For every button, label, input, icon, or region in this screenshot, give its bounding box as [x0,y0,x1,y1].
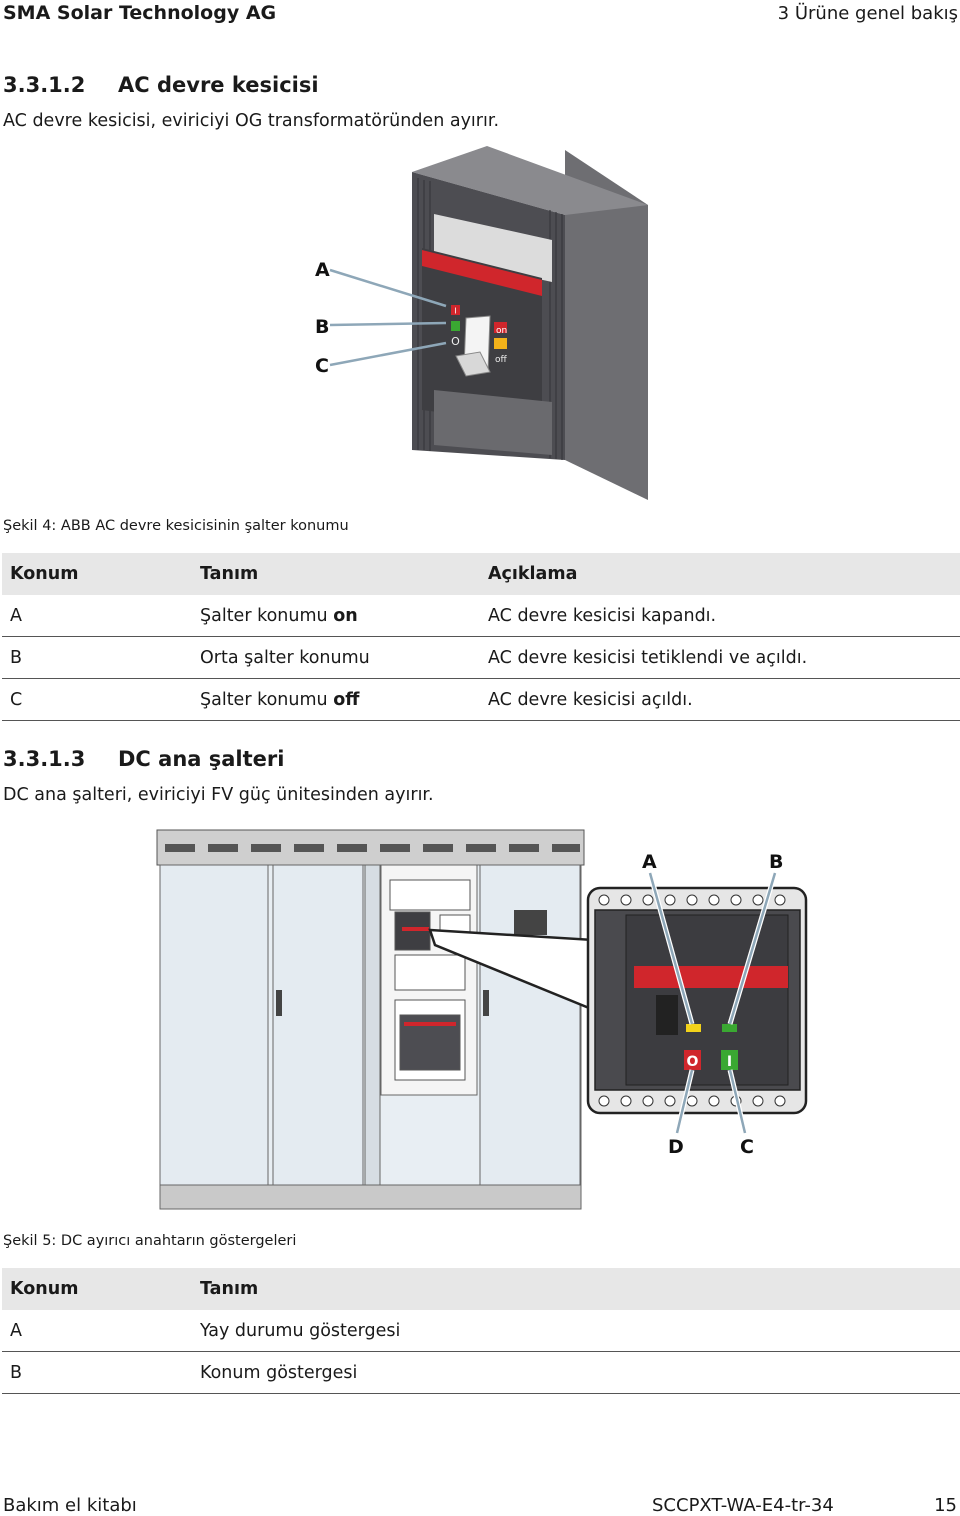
footer-page-number: 15 [934,1495,957,1516]
interior-components [389,879,471,1081]
cell-position: B [2,636,192,679]
cell-description: AC devre kesicisi açıldı. [480,678,960,721]
breaker-label-strip [434,214,552,282]
table-row: C Şalter konumu off AC devre kesicisi aç… [2,678,960,721]
cell-position: C [2,678,192,721]
callout-c: C [315,355,329,377]
switch-lever-tip [455,351,491,377]
indicator-on-label: on [496,326,507,336]
cell-position: A [2,1310,192,1352]
callout-lines [329,268,447,367]
definition-text: Orta şalter konumu [200,647,370,668]
footer-manual-title: Bakım el kitabı [3,1495,137,1516]
table-row: B Konum göstergesi [2,1351,960,1394]
cell-definition: Şalter konumu on [192,595,480,637]
dc-switch-figure: O I A B D C [156,829,808,1210]
cabinet-door-1 [159,864,269,1186]
cell-position: A [2,595,192,637]
cell-description: AC devre kesicisi kapandı. [480,595,960,637]
dc-switch-panel [625,914,789,1086]
breaker-side-panel [565,150,648,500]
table-header-row: Konum Tanım [2,1268,960,1310]
col-header-position: Konum [2,1268,192,1310]
cell-description: AC devre kesicisi tetiklendi ve açıldı. [480,636,960,679]
definition-keyword: off [333,689,360,710]
indicator-off-box [494,338,507,349]
cell-position: B [2,1351,192,1394]
callout-d: D [668,1136,684,1158]
door-handle [276,990,282,1016]
cell-definition: Konum göstergesi [192,1351,960,1394]
breaker-red-stripe [422,250,542,296]
section-heading-ac-breaker: 3.3.1.2 AC devre kesicisi [3,73,319,97]
cabinet-door-2 [272,864,364,1186]
indicator-off-label: off [495,355,508,365]
callout-b: B [769,851,783,873]
header-chapter: 3 Ürüne genel bakış [777,3,958,24]
dc-switch-red-stripe [634,966,788,988]
header-company: SMA Solar Technology AG [3,2,277,24]
ac-breaker-table: Konum Tanım Açıklama A Şalter konumu on … [2,553,960,721]
figure-5-caption: Şekil 5: DC ayırıcı anahtarın göstergele… [3,1233,297,1249]
section-heading-dc-switch: 3.3.1.3 DC ana şalteri [3,747,284,771]
indicator-i-label: I [727,1054,732,1070]
figure-4-caption: Şekil 4: ABB AC devre kesicisinin şalter… [3,518,349,534]
breaker-top [412,146,648,215]
cabinet-base [159,1184,582,1210]
interior-red-mark [402,927,429,931]
indicator-on [494,322,507,333]
breaker-lower-box [434,390,552,455]
definition-text: Şalter konumu [200,605,334,626]
col-header-description: Açıklama [480,553,960,595]
table-row: A Yay durumu göstergesi [2,1310,960,1352]
interior-red-mark [404,1022,456,1026]
table-row: B Orta şalter konumu AC devre kesicisi t… [2,636,960,679]
section-title: DC ana şalteri [118,747,285,771]
indicator-o-box [684,1050,701,1070]
ac-breaker-figure: I O on off A B C [315,146,648,500]
section-number: 3.3.1.2 [3,73,86,97]
callout-lines [648,872,777,1134]
definition-text: Şalter konumu [200,689,334,710]
cabinet-open-door [364,864,381,1186]
switch-neutral-mark [451,321,460,331]
switch-off-label: O [451,335,460,348]
col-header-position: Konum [2,553,192,595]
table-row: A Şalter konumu on AC devre kesicisi kap… [2,595,960,637]
spring-indicator [686,1024,701,1032]
section-intro: AC devre kesicisi, eviriciyi OG transfor… [3,111,500,131]
switch-on-mark [451,305,460,315]
dc-switch-lever [656,995,678,1035]
table-header-row: Konum Tanım Açıklama [2,553,960,595]
definition-keyword: on [333,605,358,626]
callout-b: B [315,316,329,338]
switch-on-label: I [454,307,456,316]
section-number: 3.3.1.3 [3,747,86,771]
section-title: AC devre kesicisi [118,73,319,97]
callout-c: C [740,1136,754,1158]
col-header-definition: Tanım [192,1268,960,1310]
footer-document-code: SCCPXT-WA-E4-tr-34 [652,1495,834,1516]
dc-switch-table: Konum Tanım A Yay durumu göstergesi B Ko… [2,1268,960,1394]
cell-definition: Orta şalter konumu [192,636,480,679]
callout-a: A [642,851,657,873]
section-intro: DC ana şalteri, eviriciyi FV güç ünitesi… [3,785,434,805]
position-indicator [722,1024,737,1032]
cabinet-display [514,910,547,935]
indicator-o-label: O [687,1054,699,1070]
door-handle [483,990,489,1016]
cell-definition: Şalter konumu off [192,678,480,721]
col-header-definition: Tanım [192,553,480,595]
indicator-i-box [721,1050,738,1070]
roof-vents [165,844,580,852]
cell-definition: Yay durumu göstergesi [192,1310,960,1352]
callout-a: A [315,259,330,281]
